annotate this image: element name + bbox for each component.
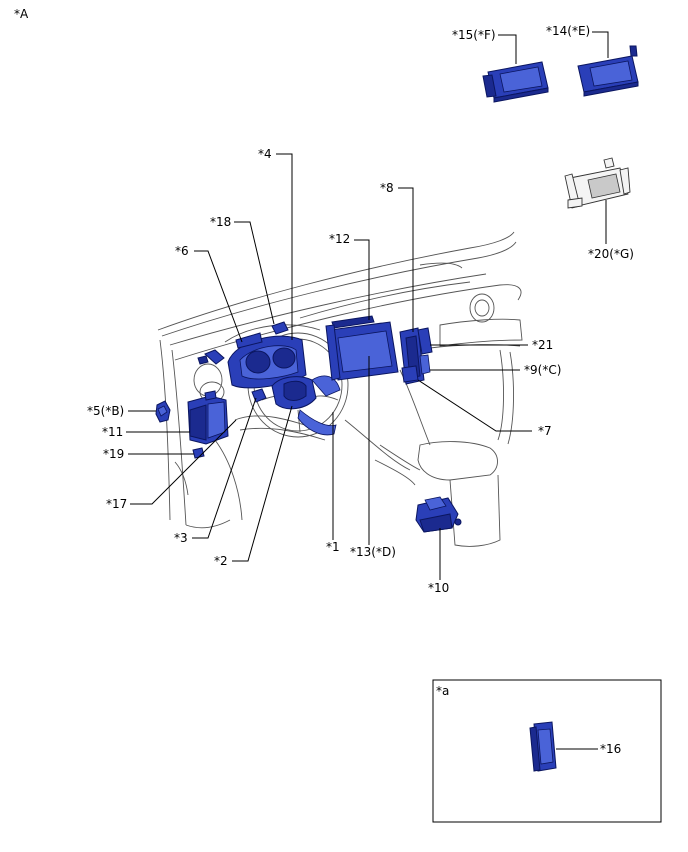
callout-2: *2 <box>214 554 228 568</box>
callout-8: *8 <box>380 181 394 195</box>
part-2-airbag <box>271 375 341 410</box>
callout-11: *11 <box>102 425 123 439</box>
callout-18: *18 <box>210 215 231 229</box>
callout-20: *20(*G) <box>588 247 634 261</box>
callout-19: *19 <box>103 447 124 461</box>
part-16 <box>529 721 557 772</box>
part-8-9-21 <box>399 327 433 385</box>
callout-10: *10 <box>428 581 449 595</box>
diagram-corner-label: *A <box>14 7 29 21</box>
inset-box: *a *16 <box>432 679 662 823</box>
callout-7: *7 <box>538 424 552 438</box>
callout-3: *3 <box>174 531 188 545</box>
part-6-meter <box>197 332 307 389</box>
callout-13: *13(*D) <box>350 545 396 559</box>
inset-label: *a <box>436 684 449 698</box>
dashboard-outline <box>157 231 523 547</box>
callout-5: *5(*B) <box>87 404 124 418</box>
part-14 <box>577 45 639 97</box>
callout-16: *16 <box>600 742 621 756</box>
callout-15: *15(*F) <box>452 28 496 42</box>
part-19 <box>192 447 205 459</box>
part-11 <box>187 390 229 445</box>
part-15 <box>482 61 549 103</box>
part-12-13-display <box>325 315 399 381</box>
part-18 <box>271 321 289 335</box>
part-1 <box>297 409 337 436</box>
callout-17: *17 <box>106 497 127 511</box>
part-20 <box>564 157 631 209</box>
callout-4: *4 <box>258 147 272 161</box>
callout-14: *14(*E) <box>546 24 590 38</box>
part-5 <box>155 400 171 423</box>
leader-lines <box>126 31 609 580</box>
callout-12: *12 <box>329 232 350 246</box>
part-10 <box>415 496 462 533</box>
part-3-switch <box>251 388 267 403</box>
callout-6: *6 <box>175 244 189 258</box>
callout-1: *1 <box>326 540 340 554</box>
callout-9: *9(*C) <box>524 363 561 377</box>
callout-21: *21 <box>532 338 553 352</box>
